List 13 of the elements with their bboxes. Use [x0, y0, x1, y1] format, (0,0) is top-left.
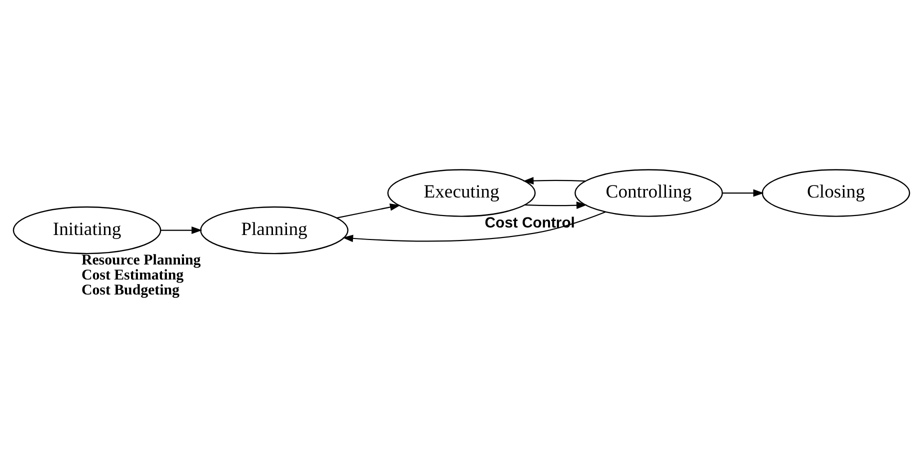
arrow — [342, 211, 606, 242]
arrow — [524, 202, 588, 210]
node-label: Cost Control — [484, 215, 575, 232]
arrow — [336, 204, 401, 218]
arrow — [722, 189, 764, 197]
arrow — [522, 177, 586, 184]
node-ellipse: Planning — [200, 206, 348, 254]
node-label: Cost Estimating — [81, 267, 184, 284]
node-ellipse: Initiating — [12, 206, 162, 254]
node-ellipse: Closing — [762, 169, 910, 217]
node-label: Resource Planning — [81, 252, 201, 269]
arrow — [160, 226, 202, 234]
node-label: Cost Budgeting — [81, 282, 180, 298]
